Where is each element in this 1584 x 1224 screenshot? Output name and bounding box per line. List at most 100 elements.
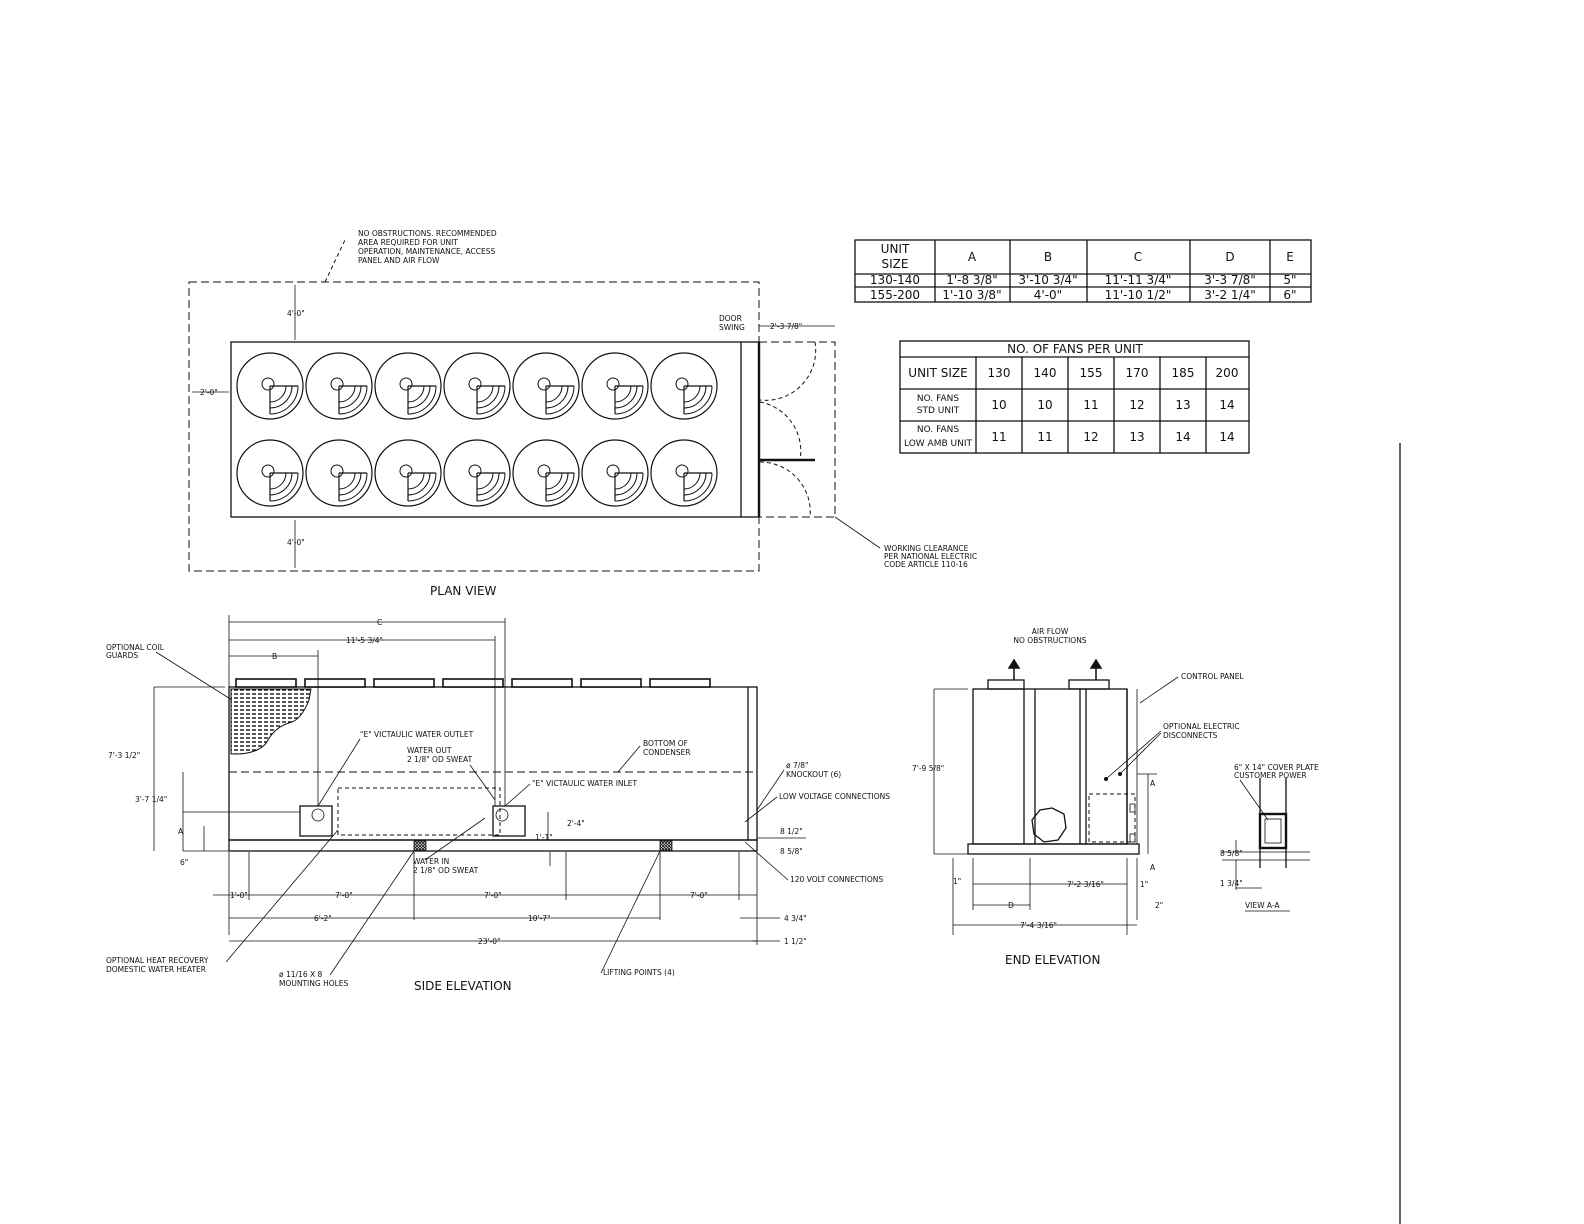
- fan: [512, 352, 580, 420]
- cover-plate: [1258, 812, 1288, 850]
- fans-table: NO. OF FANS PER UNIT UNIT SIZE 130 140 1…: [899, 340, 1250, 454]
- note-mounting-holes-1: ø 11/16 X 8: [279, 970, 322, 979]
- fan-guard: [235, 678, 297, 688]
- dim-plan-door: 2'-3 7/8": [770, 322, 802, 331]
- dim-side-858: 8 5/8": [780, 847, 803, 856]
- airflow-arrow: [1089, 658, 1103, 680]
- note-lifting-points: LIFTING POINTS (4): [603, 968, 675, 977]
- fan-guard: [442, 678, 504, 688]
- fan-guard: [580, 678, 642, 688]
- dim-table-header-c: C: [1134, 250, 1142, 264]
- note-mounting-holes-2: MOUNTING HOLES: [279, 979, 349, 988]
- dim-aa-134: 1 3/4": [1220, 879, 1243, 888]
- fan-guard: [373, 678, 435, 688]
- fans-table-cell: 12: [1129, 398, 1144, 412]
- fans-table-title: NO. OF FANS PER UNIT: [1007, 342, 1143, 356]
- fan: [443, 439, 511, 507]
- dim-side-24: 2'-4": [567, 819, 585, 828]
- fan: [443, 352, 511, 420]
- dim-side-c: C: [377, 618, 382, 627]
- fans-table-cell: 10: [991, 398, 1006, 412]
- note-coil-guards-2: GUARDS: [106, 651, 138, 660]
- fan-array: [236, 352, 718, 507]
- coil-guard-hatch: [230, 688, 312, 755]
- note-coil-guards-1: OPTIONAL COIL: [106, 643, 165, 652]
- fans-table-size: 130: [988, 366, 1011, 380]
- note-water-in-1: WATER IN: [413, 857, 449, 866]
- note-no-obstructions-1: NO OBSTRUCTIONS. RECOMMENDED: [358, 229, 497, 238]
- dimension-table: UNIT SIZE A B C D E 130-140 1'-8 3/8" 3'…: [854, 239, 1312, 303]
- note-disconnects-1: OPTIONAL ELECTRIC: [1163, 722, 1240, 731]
- dim-table-header-d: D: [1225, 250, 1234, 264]
- note-water-out-1: WATER OUT: [407, 746, 452, 755]
- dim-side-107: 10'-7": [528, 914, 551, 923]
- fan: [305, 352, 373, 420]
- dim-aa-858: 8 5/8": [1220, 849, 1243, 858]
- note-knockout-2: KNOCKOUT (6): [786, 770, 841, 779]
- dim-side-11: 1'-1": [535, 833, 553, 842]
- dim-side-434: 4 3/4": [784, 914, 807, 923]
- title-view-aa: VIEW A-A: [1245, 901, 1280, 910]
- note-victaulic-outlet: "E" VICTAULIC WATER OUTLET: [360, 730, 474, 739]
- control-panel-box: [1088, 793, 1136, 843]
- note-low-voltage: LOW VOLTAGE CONNECTIONS: [779, 792, 890, 801]
- clearance-area: [188, 281, 760, 572]
- fan-guard: [304, 678, 366, 688]
- dim-side-70a: 7'-0": [335, 891, 353, 900]
- note-120-volt: 120 VOLT CONNECTIONS: [790, 875, 883, 884]
- dim-end-1: 1": [953, 877, 961, 886]
- dim-end-1b: 1": [1140, 880, 1148, 889]
- fan: [650, 439, 718, 507]
- dim-side-112: 1 1/2": [784, 937, 807, 946]
- side-base-rail: [228, 839, 758, 852]
- dim-side-a: A: [178, 827, 184, 836]
- dim-table-header-unit: UNIT: [881, 242, 910, 256]
- dim-table-cell: 6": [1283, 288, 1296, 302]
- dim-table-cell: 11'-11 3/4": [1105, 273, 1172, 287]
- fans-table-cell: 11: [1037, 430, 1052, 444]
- note-cover-plate-1: 6" X 14" COVER PLATE: [1234, 763, 1319, 772]
- title-end-elevation: END ELEVATION: [1005, 953, 1100, 967]
- dim-side-62: 6'-2": [314, 914, 332, 923]
- fan: [581, 439, 649, 507]
- fans-table-cell: 11: [991, 430, 1006, 444]
- fan: [374, 352, 442, 420]
- fan-guards: [235, 678, 711, 688]
- dim-end-a2: A: [1150, 863, 1156, 872]
- note-bottom-condenser-2: CONDENSER: [643, 748, 691, 757]
- fans-table-row-label: NO. FANS: [917, 394, 959, 404]
- fans-table-cell: 13: [1175, 398, 1190, 412]
- dim-table-header-b: B: [1044, 250, 1052, 264]
- dim-table-cell: 155-200: [870, 288, 920, 302]
- fans-table-cell: 10: [1037, 398, 1052, 412]
- unit-outline: [230, 341, 760, 518]
- fans-table-cell: 14: [1219, 430, 1234, 444]
- fan: [305, 439, 373, 507]
- dim-end-72: 7'-2 3/16": [1067, 880, 1104, 889]
- dim-end-a1: A: [1150, 779, 1156, 788]
- fans-table-cell: 13: [1129, 430, 1144, 444]
- note-cover-plate-2: CUSTOMER POWER: [1234, 771, 1307, 780]
- fans-table-cell: 11: [1083, 398, 1098, 412]
- fans-table-size: 200: [1216, 366, 1239, 380]
- title-plan-view: PLAN VIEW: [430, 584, 497, 598]
- dim-side-6: 6": [180, 858, 188, 867]
- note-bottom-condenser-1: BOTTOM OF: [643, 739, 688, 748]
- note-knockout-1: ø 7/8": [786, 761, 809, 770]
- dim-side-height: 7'-3 1/2": [108, 751, 140, 760]
- fan-guard: [511, 678, 573, 688]
- note-victaulic-inlet: "E" VICTAULIC WATER INLET: [532, 779, 637, 788]
- dim-table-header-e: E: [1286, 250, 1294, 264]
- dim-end-d: D: [1008, 901, 1014, 910]
- fans-table-cell: 14: [1175, 430, 1190, 444]
- note-no-obstructions-4: PANEL AND AIR FLOW: [358, 256, 440, 265]
- dim-end-height: 7'-9 5/8": [912, 764, 944, 773]
- dim-table-cell: 1'-10 3/8": [942, 288, 1001, 302]
- dim-table-cell: 11'-10 1/2": [1105, 288, 1172, 302]
- fans-table-size: 170: [1126, 366, 1149, 380]
- note-door-swing-2: SWING: [719, 323, 745, 332]
- fans-table-row-label: LOW AMB UNIT: [904, 439, 972, 449]
- disconnect-box: [1031, 807, 1067, 843]
- dim-table-cell: 5": [1283, 273, 1296, 287]
